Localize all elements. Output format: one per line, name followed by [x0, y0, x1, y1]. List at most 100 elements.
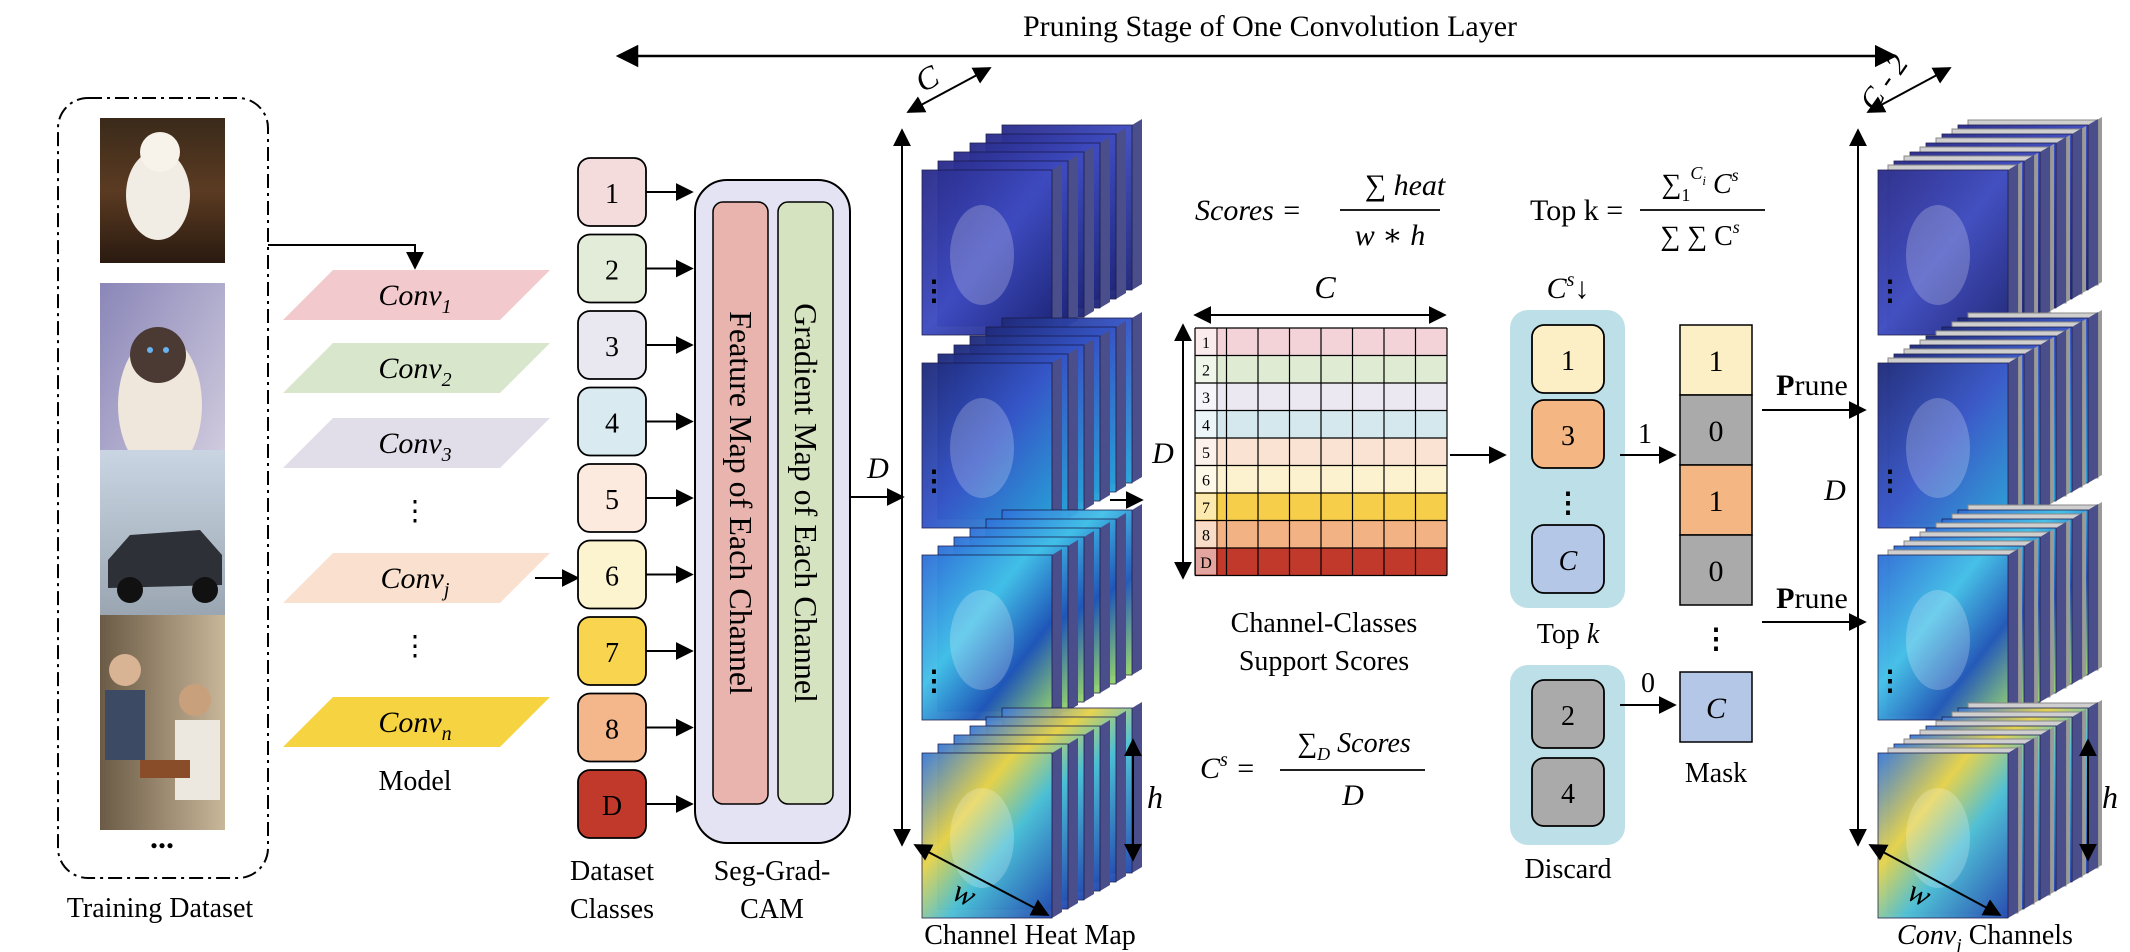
heatmap-c-axis: [906, 67, 992, 113]
scores-formula: Scores = ∑ heat w ∗ h: [1195, 169, 1446, 252]
topk-item-ellipsis: ⋮: [1554, 488, 1582, 519]
topk-arrow-label: 1: [1638, 419, 1652, 450]
channel-side: [2072, 128, 2082, 299]
output-caption: Convj Channels: [1897, 920, 2073, 952]
channel-side: [2088, 504, 2098, 675]
grid-row-label: 7: [1202, 500, 1210, 517]
topk-item-box: [1531, 399, 1605, 469]
model-layer-label: Convj: [381, 562, 450, 601]
class-box-6: 6: [577, 539, 694, 610]
gradient-map-label: Gradient Map of Each Channel: [788, 303, 824, 703]
heat-highlight: [950, 590, 1014, 690]
class-box-label: 1: [605, 179, 619, 210]
grid-row-label: 6: [1202, 473, 1210, 490]
stack-ellipsis: ⋮: [920, 666, 948, 697]
stack-ellipsis: ⋮: [1876, 466, 1904, 497]
sort-label: Cs↓: [1547, 269, 1590, 305]
model-layer-shape: [283, 343, 550, 393]
heat-stack-car: [1877, 502, 2102, 721]
heat-stack-cat: [1877, 310, 2102, 529]
class-box-3: 3: [577, 310, 694, 380]
mask-cell-label: C: [1706, 692, 1727, 725]
channel-side: [1068, 738, 1078, 909]
grid-row-label: 2: [1202, 363, 1210, 380]
channel-side: [1084, 729, 1094, 900]
class-box-4: 4: [577, 386, 694, 457]
model-layer-2: Conv3: [283, 418, 550, 468]
model-layer-shape: [283, 270, 550, 320]
class-box-label: D: [602, 791, 622, 822]
scores-caption-line1: Channel-Classes: [1231, 608, 1418, 639]
channel-side: [2088, 312, 2098, 483]
class-box-5: 5: [577, 463, 694, 533]
grid-row-index-cell: [1196, 466, 1216, 492]
channel-side: [2056, 522, 2066, 693]
class-box-label: 2: [605, 256, 619, 287]
channel-side: [2088, 119, 2098, 290]
channel-side: [1084, 146, 1094, 317]
discard-panel: 24: [1510, 665, 1625, 845]
stack-ellipsis: ⋮: [1876, 666, 1904, 697]
class-box-7: 7: [577, 616, 694, 686]
channel-side: [2072, 321, 2082, 492]
training-dataset-caption: Training Dataset: [67, 893, 254, 924]
grid-row-index-cell: [1196, 356, 1216, 382]
cs-formula-denominator: D: [1341, 779, 1364, 812]
grid-row-label: 3: [1202, 390, 1210, 407]
channel-side: [2008, 357, 2018, 528]
heat-stack-car: [921, 504, 1142, 721]
model-layer-3: ⋮: [401, 496, 429, 527]
cs-formula: Cs = ∑D Scores D: [1200, 728, 1425, 812]
scores-caption-line2: Support Scores: [1239, 646, 1409, 677]
channel-side: [1116, 513, 1126, 684]
dataset-to-conv1-arrow: [268, 244, 424, 270]
topk-caption: Top k: [1537, 619, 1600, 650]
discard-item-box: [1531, 679, 1605, 749]
channel-side: [2024, 348, 2034, 519]
model-layer-5: ⋮: [401, 631, 429, 662]
heat-highlight: [950, 205, 1014, 305]
channel-side: [2040, 146, 2050, 317]
channel-side: [2072, 711, 2082, 882]
cs-formula-numerator: ∑D Scores: [1297, 728, 1411, 764]
discard-item-label: 2: [1561, 701, 1575, 732]
grid-row-label: 1: [1202, 335, 1210, 352]
mask-cell-box: [1679, 671, 1753, 743]
feature-map-bar: [712, 201, 769, 805]
grid-row-index-cell: [1196, 521, 1216, 547]
channel-side: [2056, 720, 2066, 891]
mask-cell-3: 0: [1679, 534, 1753, 606]
channel-side: [1116, 128, 1126, 299]
mask-cell-1: 0: [1679, 394, 1753, 466]
seg-grad-cam: Feature Map of Each Channel Gradient Map…: [694, 179, 851, 925]
output-c-axis: [1866, 67, 1952, 113]
grid-row-label: 5: [1202, 445, 1210, 462]
mask-ellipsis: ⋮: [1702, 624, 1730, 655]
heat-highlight: [950, 398, 1014, 498]
heat-highlight: [1906, 205, 1970, 305]
stack-ellipsis: ⋮: [920, 276, 948, 307]
channel-face: [1877, 554, 2009, 721]
class-box-label: 8: [605, 715, 619, 746]
mask-cell-box: [1679, 394, 1753, 466]
class-box-2: 2: [577, 233, 694, 304]
channel-side: [1052, 164, 1062, 335]
model-layer-shape: [283, 418, 550, 468]
channel-side: [2008, 164, 2018, 335]
topk-formula: Top k = ∑1Ci Cs ∑ ∑ Cs: [1530, 163, 1765, 252]
channel-side: [1100, 330, 1110, 501]
class-box-label: 3: [605, 332, 619, 363]
mask-cell-box: [1679, 534, 1753, 606]
mask-cell-0: 1: [1679, 324, 1753, 396]
training-dataset-ellipsis: ...: [150, 819, 174, 855]
channel-heat-map: ⋮⋮⋮: [920, 119, 1142, 919]
channel-side: [1132, 312, 1142, 483]
channel-face: [1877, 169, 2009, 336]
grid-d-label: D: [1151, 437, 1174, 470]
dataset-image-people: [100, 615, 225, 830]
grid-row-index-cell: [1196, 411, 1216, 437]
